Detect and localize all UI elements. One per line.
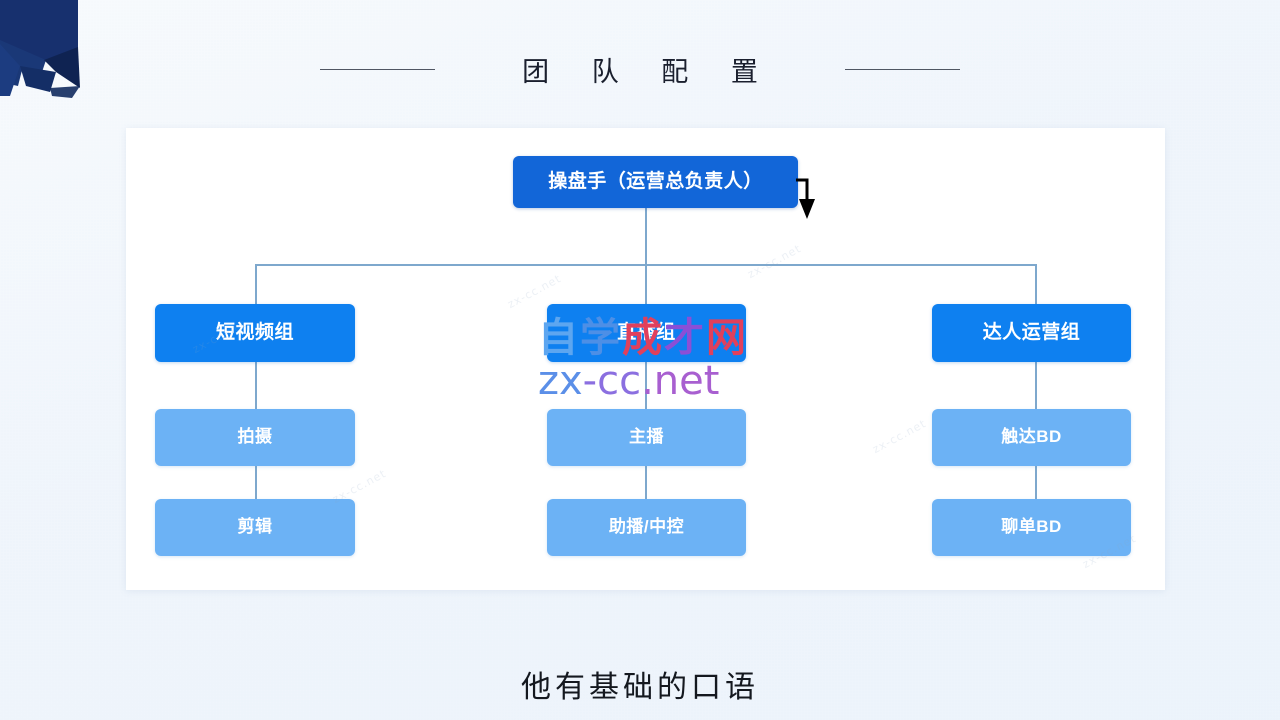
corner-ribbon-decoration	[0, 0, 95, 105]
connector-b1-child2	[255, 466, 257, 499]
connector-branch-1-down	[255, 264, 257, 304]
ribbon-icon	[0, 0, 80, 98]
pointer-arrow-icon	[794, 178, 830, 227]
org-node-branch-1-child-2[interactable]: 剪辑	[155, 499, 355, 556]
org-node-branch-3-child-2[interactable]: 聊单BD	[932, 499, 1131, 556]
org-node-branch-2-child-2[interactable]: 助播/中控	[547, 499, 746, 556]
org-node-branch-3[interactable]: 达人运营组	[932, 304, 1131, 362]
org-node-root[interactable]: 操盘手（运营总负责人）	[513, 156, 798, 208]
header-rule-left	[320, 68, 436, 70]
connector-b2-child1	[645, 361, 647, 409]
connector-b1-child1	[255, 361, 257, 409]
connector-branch-2-down	[645, 264, 647, 304]
connector-b3-child2	[1035, 466, 1037, 499]
connector-root-down	[645, 208, 647, 265]
connector-b2-child2	[645, 466, 647, 499]
org-node-branch-1[interactable]: 短视频组	[155, 304, 355, 362]
org-node-branch-2-child-1[interactable]: 主播	[547, 409, 746, 466]
org-node-branch-3-child-1[interactable]: 触达BD	[932, 409, 1131, 466]
subtitle-caption: 他有基础的口语	[521, 670, 759, 705]
page-title: 团 队 配 置	[522, 56, 775, 88]
org-node-branch-1-child-1[interactable]: 拍摄	[155, 409, 355, 466]
org-node-branch-2[interactable]: 直播组	[547, 304, 746, 362]
page-header: 团 队 配 置	[0, 34, 1280, 104]
connector-branch-3-down	[1035, 264, 1037, 304]
header-rule-right	[844, 68, 960, 70]
org-chart: 操盘手（运营总负责人） 短视频组 直播组 达人运营组 拍摄 主播 触达BD 剪辑…	[126, 128, 1165, 590]
connector-b3-child1	[1035, 361, 1037, 409]
